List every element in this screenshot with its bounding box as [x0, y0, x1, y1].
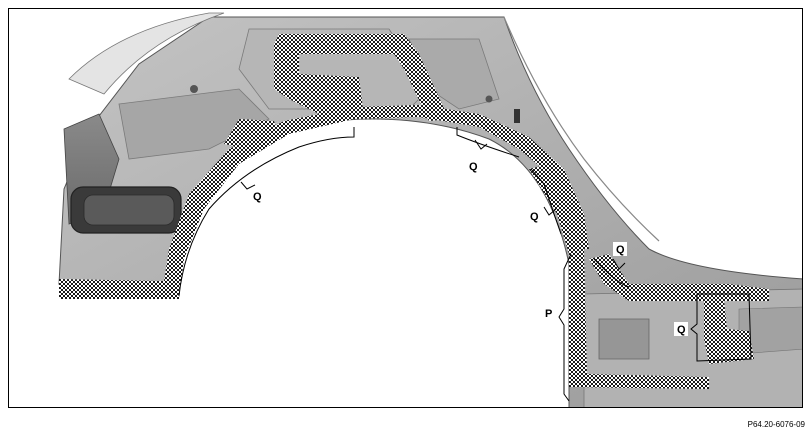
figure-reference-code: P64.20-6076-09	[747, 420, 805, 429]
roof-rail	[68, 12, 225, 95]
bracket-lower-right	[690, 293, 752, 362]
bracket-p	[558, 253, 572, 402]
bracket-sill-junction	[593, 258, 630, 288]
seam-upper-recess	[274, 34, 449, 121]
c-pillar-edge	[503, 16, 660, 242]
seam-sill-vertical	[569, 249, 709, 389]
seam-pillar	[529, 164, 584, 254]
label-p-lower: P	[545, 308, 552, 320]
diagram-frame: Q Q Q Q P Q	[8, 8, 803, 408]
label-q-sill-junction: Q	[616, 244, 625, 256]
bracket-upper-right	[456, 127, 520, 158]
body-panel-illustration: Q Q Q Q P Q	[58, 12, 802, 407]
label-q-lower-right: Q	[677, 324, 686, 336]
seam-sill-upper	[589, 254, 769, 301]
bracket-pillar	[530, 168, 562, 235]
bracket-wheel-arch	[178, 127, 355, 297]
seam-lower-right	[704, 299, 754, 364]
label-q-wheel-arch: Q	[253, 191, 262, 203]
label-q-mid-pillar: Q	[530, 211, 539, 223]
label-q-upper-right: Q	[469, 161, 478, 173]
seam-left-lamp	[224, 119, 279, 149]
